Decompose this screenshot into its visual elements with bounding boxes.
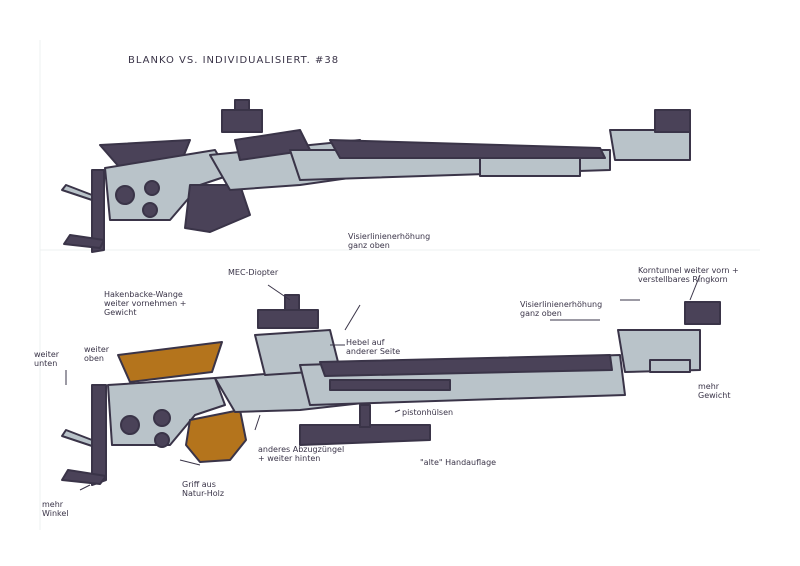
butt-prong-bottom	[61, 429, 93, 447]
butt-top-prong	[61, 184, 93, 201]
piston-rod-bottom	[329, 379, 451, 391]
rifle-individualisiert	[61, 294, 721, 486]
paper-grid	[39, 40, 760, 530]
annotation-weiter-unten: weiter unten	[34, 350, 60, 368]
annotation-korntunnel: Korntunnel weiter vorn + verstellbares R…	[638, 266, 739, 284]
rear-sight-top	[221, 109, 263, 133]
adjust-wheel-top-1	[115, 185, 135, 205]
butt-hook-bottom	[61, 469, 107, 485]
rear-sight-knob-top	[234, 99, 250, 111]
annotation-visierlinie-rechts: Visierlinienerhöhung ganz oben	[520, 300, 603, 318]
adjust-wheel-bottom-1	[120, 415, 140, 435]
lower-tube-top	[479, 157, 581, 177]
adjust-wheel-bottom-3	[154, 432, 170, 448]
adjust-wheel-top-2	[144, 180, 160, 196]
annotation-weiter-oben: weiter oben	[84, 345, 110, 363]
grip-bottom-wood	[185, 409, 247, 463]
cheekpiece-bottom-wood	[117, 341, 223, 383]
weight-bottom	[649, 359, 691, 373]
hand-rest-post	[359, 404, 371, 428]
barrel-frame-bottom	[319, 354, 613, 377]
barrel-frame-top	[329, 139, 606, 159]
page-title: BLANKO VS. INDIVIDUALISIERT. #38	[128, 55, 340, 66]
annotation-mehr-gewicht: mehr Gewicht	[698, 382, 731, 400]
annotation-griff: Griff aus Natur-Holz	[182, 480, 225, 498]
adjust-wheel-bottom-2	[153, 409, 171, 427]
annotation-hakenbacke: Hakenbacke-Wange weiter vornehmen + Gewi…	[104, 290, 187, 317]
hand-rest-bottom	[299, 424, 431, 446]
butt-plate-top	[91, 169, 105, 253]
annotation-hebel: Hebel auf anderer Seite	[346, 338, 401, 356]
annotation-arrows	[65, 274, 701, 491]
front-block-top	[609, 129, 691, 161]
butt-plate-bottom	[91, 384, 107, 486]
annotation-visierlinienerhoehung: Visierlinienerhöhung ganz oben	[348, 232, 431, 250]
annotation-pistonhuelsen: pistonhülsen	[402, 408, 454, 417]
annotation-handauflage: "alte" Handauflage	[420, 458, 497, 467]
front-sight-top	[654, 109, 691, 133]
front-sight-bottom	[684, 301, 721, 325]
adjust-wheel-top-3	[142, 202, 158, 218]
butt-hook-top	[63, 234, 105, 249]
diopter-bottom	[257, 309, 319, 329]
annotation-abzug: anderes Abzugzüngel + weiter hinten	[258, 445, 345, 463]
annotation-mec-diopter: MEC-Diopter	[228, 268, 279, 277]
grip-top	[184, 184, 251, 233]
diopter-knob-bottom	[284, 294, 300, 311]
annotation-mehr-winkel: mehr Winkel	[42, 500, 69, 518]
rifle-blanko	[61, 99, 691, 253]
